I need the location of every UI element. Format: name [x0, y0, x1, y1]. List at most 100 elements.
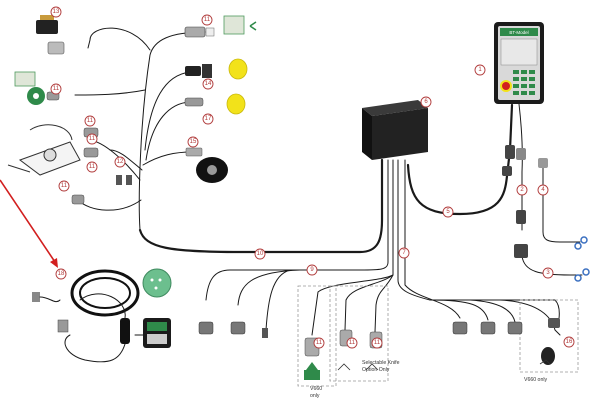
callout-1: 1 [474, 64, 486, 76]
harness-branch-6 [77, 199, 142, 211]
cable-9 [205, 159, 389, 301]
svg-text:6: 6 [424, 99, 428, 105]
controller: BT-Model [494, 22, 544, 104]
svg-text:11: 11 [87, 118, 94, 124]
callout-11-h: 11 [346, 337, 358, 349]
v660-note-2: only [310, 393, 320, 399]
svg-text:2: 2 [520, 187, 524, 193]
cable-7b [404, 159, 461, 319]
svg-text:10: 10 [257, 251, 264, 257]
callout-11-e: 11 [58, 180, 70, 192]
grid-plate-icon [223, 15, 245, 35]
callout-14: 14 [202, 78, 214, 90]
svg-text:15: 15 [190, 139, 197, 145]
harness-branch-7 [87, 139, 141, 181]
callout-5: 5 [442, 206, 454, 218]
cable-7d [469, 299, 516, 323]
svg-text:16: 16 [566, 339, 573, 345]
callout-11-i: 11 [371, 337, 383, 349]
callout-11-b: 11 [50, 83, 62, 95]
knife-option-note-2: Option Only [362, 367, 390, 373]
callout-12: 12 [114, 156, 126, 168]
svg-text:9: 9 [310, 267, 314, 273]
sensor-group-left [14, 71, 60, 105]
knife-assembly [7, 124, 81, 176]
v660-note-1: V660 [310, 386, 322, 392]
cable-7e [499, 299, 561, 336]
controller-connectors [502, 145, 548, 258]
cable-harness [74, 27, 583, 336]
cable-4 [542, 164, 581, 243]
knife-cable-3 [374, 274, 394, 333]
svg-text:14: 14 [205, 81, 212, 87]
svg-text:5: 5 [446, 209, 450, 215]
callout-11-d: 11 [86, 161, 98, 173]
knife-cable-2 [344, 274, 394, 331]
callout-18: 18 [55, 268, 67, 280]
ring-terminals [574, 236, 590, 282]
svg-text:11: 11 [61, 183, 68, 189]
red-arrow [0, 179, 58, 268]
harness-branch-2 [144, 71, 191, 151]
svg-text:11: 11 [89, 136, 96, 142]
svg-text:7: 7 [402, 250, 406, 256]
callout-2: 2 [516, 184, 528, 196]
callout-13: 13 [50, 6, 62, 18]
svg-text:11: 11 [316, 340, 323, 346]
kit-18 [32, 268, 172, 363]
sensor-17 [184, 93, 246, 115]
blade-icons [337, 359, 551, 371]
cable-2 [518, 103, 523, 231]
cable-9b [237, 269, 301, 306]
knife-option-note-1: Selectable Knife [362, 360, 400, 366]
callout-15: 15 [187, 136, 199, 148]
controller-brand: BT-Model [509, 30, 528, 35]
main-cable-10 [138, 158, 384, 254]
knife-cable-1 [311, 159, 394, 336]
scissors-icon [249, 21, 257, 31]
cable-7c [429, 299, 489, 321]
sensor-group-top [184, 15, 257, 38]
callout-4: 4 [537, 184, 549, 196]
v660-right-note: V660 only [524, 377, 547, 383]
svg-text:13: 13 [53, 9, 60, 15]
callout-11-g: 11 [313, 337, 325, 349]
callout-11-f: 11 [86, 133, 98, 145]
arrow-head-icon [50, 258, 58, 268]
sensor-14 [185, 58, 248, 80]
callout-11-c: 11 [84, 115, 96, 127]
v660-box-left [297, 285, 337, 387]
sensor-13 [36, 15, 65, 55]
sensor-16-body [541, 347, 555, 365]
harness-branch-4 [142, 151, 193, 166]
callout-7: 7 [398, 247, 410, 259]
callout-3: 3 [542, 267, 554, 279]
svg-text:3: 3 [546, 270, 550, 276]
svg-text:11: 11 [204, 17, 211, 23]
callout-6: 6 [420, 96, 432, 108]
callout-16: 16 [563, 336, 575, 348]
harness-branch-8 [87, 27, 151, 51]
callout-9: 9 [306, 264, 318, 276]
svg-text:18: 18 [58, 271, 65, 277]
stop-button-icon [500, 80, 512, 92]
callout-17: 17 [202, 113, 214, 125]
svg-text:11: 11 [53, 86, 60, 92]
svg-text:1: 1 [478, 67, 482, 73]
harness-branch-9 [74, 89, 146, 96]
cable-5 [406, 103, 514, 216]
svg-text:11: 11 [374, 340, 381, 346]
callout-11-a: 11 [201, 14, 213, 26]
svg-text:17: 17 [205, 116, 212, 122]
svg-text:4: 4 [541, 187, 545, 193]
harness-branch-5 [109, 149, 143, 171]
knife-option-box [329, 285, 389, 382]
cable-9c [265, 269, 291, 331]
svg-text:11: 11 [89, 164, 96, 170]
callout-10: 10 [254, 248, 266, 260]
svg-text:12: 12 [117, 159, 124, 165]
svg-text:11: 11 [349, 340, 356, 346]
junction-box [362, 100, 428, 160]
